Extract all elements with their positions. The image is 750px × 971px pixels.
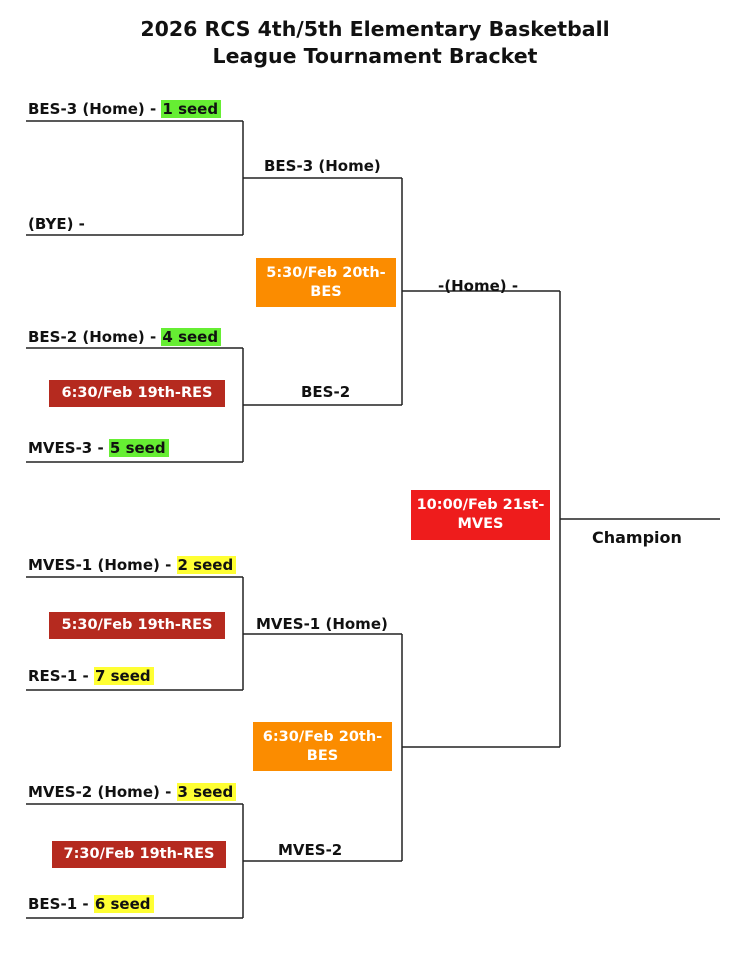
team-name: BES-1 - xyxy=(28,895,94,913)
game-label: 7:30/Feb 19th-RES xyxy=(63,846,215,862)
bracket-title: 2026 RCS 4th/5th Elementary Basketball L… xyxy=(0,16,750,70)
team-name: BES-3 (Home) - xyxy=(28,100,162,118)
round2-team-1: BES-3 (Home) xyxy=(264,157,381,175)
game-label-line-2: MVES xyxy=(457,516,504,532)
team-entry-bes-3: BES-3 (Home) - 1 seed xyxy=(28,99,222,119)
round2-team-4: MVES-2 xyxy=(278,841,343,859)
champion-label: Champion xyxy=(592,528,682,547)
final-game-box: 10:00/Feb 21st- MVES xyxy=(411,490,550,540)
team-name: MVES-3 - xyxy=(28,439,109,457)
team-entry-mves-1: MVES-1 (Home) - 2 seed xyxy=(28,555,237,575)
title-line-1: 2026 RCS 4th/5th Elementary Basketball xyxy=(140,17,610,41)
team-entry-bye: (BYE) - xyxy=(28,214,85,234)
seed-badge: 3 seed xyxy=(176,783,237,801)
seed-badge: 4 seed xyxy=(161,328,222,346)
game-label-line-1: 10:00/Feb 21st- xyxy=(416,497,545,513)
game-label-line-1: 6:30/Feb 20th- xyxy=(262,728,383,745)
round2-team-3: MVES-1 (Home) xyxy=(256,615,388,633)
round3-team-1: -(Home) - xyxy=(438,277,519,295)
team-entry-mves-3: MVES-3 - 5 seed xyxy=(28,438,169,458)
title-line-2: League Tournament Bracket xyxy=(212,44,538,68)
team-entry-mves-2: MVES-2 (Home) - 3 seed xyxy=(28,782,237,802)
game-label: 5:30/Feb 19th-RES xyxy=(61,617,213,633)
seed-badge: 1 seed xyxy=(161,100,222,118)
seed-badge: 6 seed xyxy=(93,895,154,913)
seed-badge: 2 seed xyxy=(176,556,237,574)
round2-team-2: BES-2 xyxy=(301,383,351,401)
team-entry-bes-2: BES-2 (Home) - 4 seed xyxy=(28,327,222,347)
team-name: RES-1 - xyxy=(28,667,94,685)
team-name: MVES-1 (Home) - xyxy=(28,556,177,574)
seed-badge: 7 seed xyxy=(93,667,154,685)
semifinal-game-box-1: 5:30/Feb 20th- BES xyxy=(256,258,396,307)
team-entry-res-1: RES-1 - 7 seed xyxy=(28,666,154,686)
team-name: (BYE) - xyxy=(28,215,85,233)
round1-game-box-3: 7:30/Feb 19th-RES xyxy=(52,841,226,868)
team-entry-bes-1: BES-1 - 6 seed xyxy=(28,894,154,914)
game-label-line-1: 5:30/Feb 20th- xyxy=(266,264,386,281)
team-name: MVES-2 (Home) - xyxy=(28,783,177,801)
game-label: 6:30/Feb 19th-RES xyxy=(61,385,213,401)
round1-game-box-2: 5:30/Feb 19th-RES xyxy=(49,612,225,639)
game-label-line-2: BES xyxy=(306,747,339,764)
seed-badge: 5 seed xyxy=(108,439,169,457)
semifinal-game-box-2: 6:30/Feb 20th- BES xyxy=(253,722,392,771)
round1-game-box-1: 6:30/Feb 19th-RES xyxy=(49,380,225,407)
game-label-line-2: BES xyxy=(310,283,342,300)
team-name: BES-2 (Home) - xyxy=(28,328,162,346)
